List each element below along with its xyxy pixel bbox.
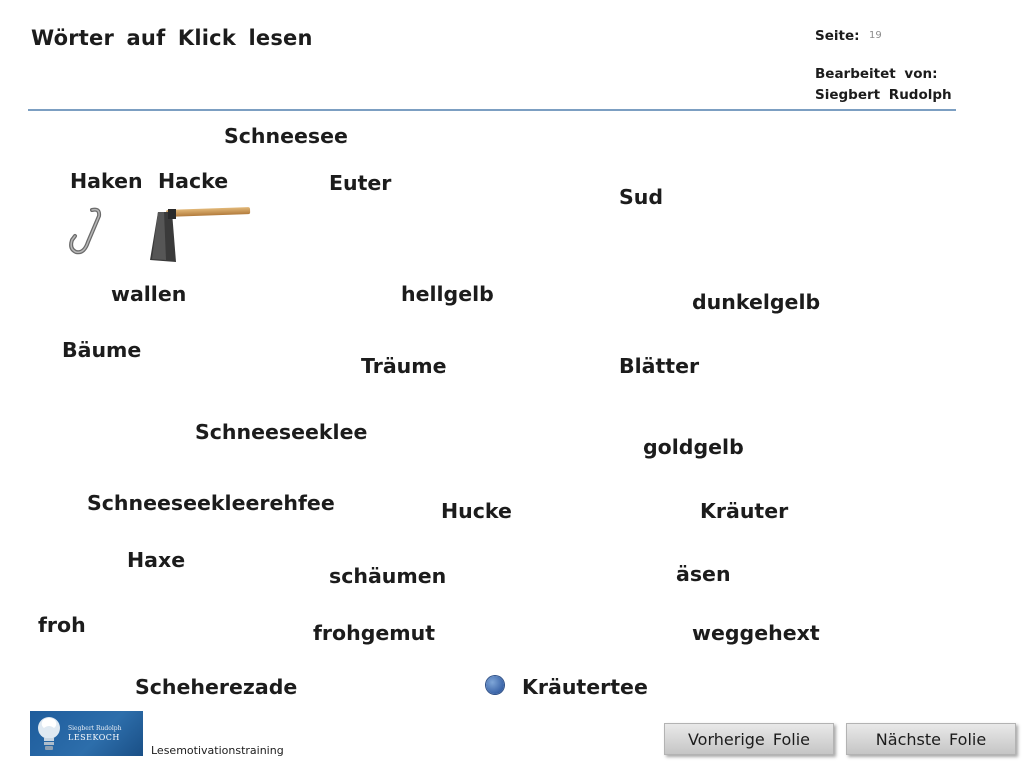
leseKoch-logo: Siegbert Rudolph LESEKOCH xyxy=(30,711,143,756)
author-label: Bearbeitet von: xyxy=(815,66,938,82)
word-scheherezade[interactable]: Scheherezade xyxy=(135,675,298,699)
page-title: Wörter auf Klick lesen xyxy=(31,26,313,50)
author-name: Siegbert Rudolph xyxy=(815,87,952,103)
word-hucke[interactable]: Hucke xyxy=(441,499,512,523)
header-divider xyxy=(28,109,956,111)
word-frohgemut[interactable]: frohgemut xyxy=(313,621,436,645)
word-weggehext[interactable]: weggehext xyxy=(692,621,820,645)
word-schneeseeklee[interactable]: Schneeseeklee xyxy=(195,420,368,444)
word-schneesee[interactable]: Schneesee xyxy=(224,124,348,148)
hook-image xyxy=(69,207,102,255)
word-kraeuter[interactable]: Kräuter xyxy=(700,499,789,523)
word-sud[interactable]: Sud xyxy=(619,185,664,209)
word-froh[interactable]: froh xyxy=(38,613,86,637)
word-dunkelgelb[interactable]: dunkelgelb xyxy=(692,290,821,314)
word-blaetter[interactable]: Blätter xyxy=(619,354,700,378)
word-goldgelb[interactable]: goldgelb xyxy=(643,435,744,459)
word-kraeutertee[interactable]: Kräutertee xyxy=(522,675,648,699)
word-baeume[interactable]: Bäume xyxy=(62,338,142,362)
word-hellgelb[interactable]: hellgelb xyxy=(401,282,494,306)
word-hacke[interactable]: Hacke xyxy=(158,169,229,193)
logo-brand: LESEKOCH xyxy=(68,733,120,742)
word-aesen[interactable]: äsen xyxy=(676,562,731,586)
word-haken[interactable]: Haken xyxy=(70,169,143,193)
blue-dot-icon[interactable] xyxy=(486,676,504,694)
word-schneeseekleerehfee[interactable]: Schneeseekleerehfee xyxy=(87,491,335,515)
word-wallen[interactable]: wallen xyxy=(111,282,187,306)
word-schaeumen[interactable]: schäumen xyxy=(329,564,447,588)
word-traeume[interactable]: Träume xyxy=(361,354,447,378)
previous-slide-button[interactable]: Vorherige Folie xyxy=(664,723,834,755)
logo-author: Siegbert Rudolph xyxy=(68,725,122,732)
lightbulb-icon xyxy=(38,717,60,750)
hoe-image xyxy=(150,207,251,262)
word-euter[interactable]: Euter xyxy=(329,171,392,195)
page-label: Seite: xyxy=(815,28,860,44)
next-slide-button[interactable]: Nächste Folie xyxy=(846,723,1016,755)
footer-label: Lesemotivationstraining xyxy=(151,744,284,757)
word-haxe[interactable]: Haxe xyxy=(127,548,186,572)
page-number: 19 xyxy=(869,30,882,41)
